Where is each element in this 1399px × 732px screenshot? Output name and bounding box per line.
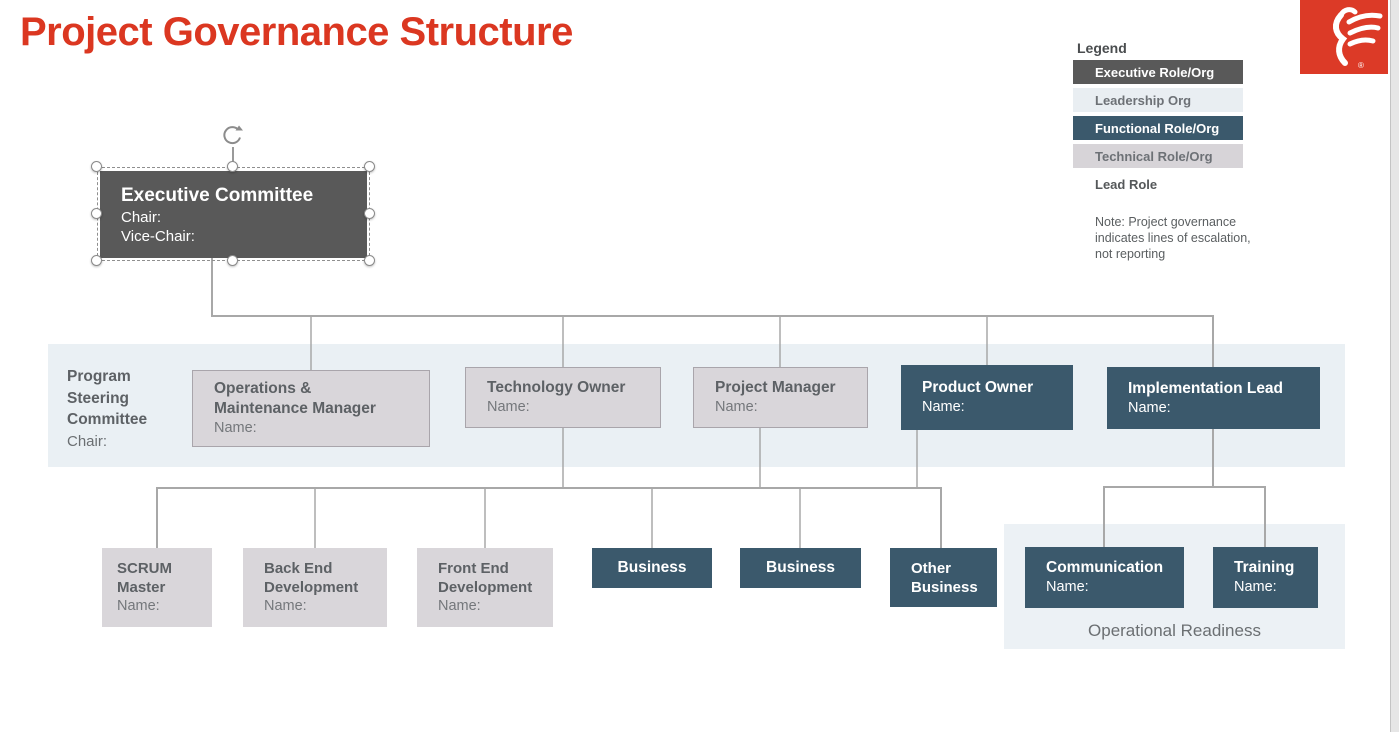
rotate-icon: [223, 125, 243, 145]
node-name-field: Name:: [1046, 579, 1089, 595]
legend-item-leadership: Leadership Org: [1073, 88, 1243, 112]
legend-item-label: Leadership Org: [1095, 92, 1192, 108]
legend-item-label: Lead Role: [1095, 176, 1158, 192]
node-name-field: Name:: [438, 598, 481, 614]
node-name-field: Name:: [214, 420, 257, 436]
legend-title: Legend: [1077, 40, 1127, 56]
node-operations-maintenance-manager[interactable]: Operations & Maintenance Manager Name:: [192, 370, 430, 447]
node-scrum-master[interactable]: SCRUM Master Name:: [102, 548, 212, 627]
psc-chair-field: Chair:: [67, 432, 108, 450]
node-business-2[interactable]: Business: [740, 548, 861, 588]
phoenix-logo: ®: [1300, 0, 1388, 74]
node-name-field: Name:: [487, 399, 530, 415]
node-executive-committee[interactable]: Executive Committee Chair: Vice-Chair:: [100, 171, 367, 258]
legend-item-label: Executive Role/Org: [1095, 64, 1215, 80]
psc-title: Program Steering Committee: [67, 368, 148, 428]
node-name-field: Name:: [264, 598, 307, 614]
page-title: Project Governance Structure: [20, 10, 573, 54]
legend-item-functional: Functional Role/Org: [1073, 116, 1243, 140]
node-vice-chair-field: Vice-Chair:: [121, 227, 195, 245]
program-steering-committee-label: Program Steering Committee Chair:: [67, 366, 167, 452]
workspace-edge: [1390, 0, 1399, 732]
node-title: Other Business: [911, 559, 978, 596]
node-back-end-development[interactable]: Back End Development Name:: [243, 548, 387, 627]
selection-handle-s[interactable]: [227, 255, 238, 266]
node-chair-field: Chair:: [121, 208, 162, 226]
node-name-field: Name:: [117, 598, 160, 614]
legend: Legend Executive Role/Org Leadership Org…: [1073, 40, 1251, 262]
node-title: Training: [1234, 559, 1295, 576]
node-business-1[interactable]: Business: [592, 548, 712, 588]
node-title: Back End Development: [264, 560, 359, 596]
node-title: Product Owner: [922, 379, 1034, 396]
node-name-field: Name:: [1234, 579, 1277, 595]
legend-item-executive: Executive Role/Org: [1073, 60, 1243, 84]
legend-item-technical: Technical Role/Org: [1073, 144, 1243, 168]
selection-handle-se[interactable]: [364, 255, 375, 266]
operational-readiness-label: Operational Readiness: [1088, 621, 1261, 640]
phoenix-logo-icon: ®: [1300, 0, 1388, 74]
rotate-handle[interactable]: [221, 124, 244, 152]
legend-item-label: Technical Role/Org: [1095, 148, 1213, 164]
node-training[interactable]: Training Name:: [1213, 547, 1318, 608]
node-title: Business: [766, 559, 835, 576]
selection-handle-sw[interactable]: [91, 255, 102, 266]
selection-handle-e[interactable]: [364, 208, 375, 219]
node-title: SCRUM Master: [117, 560, 172, 596]
selection-handle-nw[interactable]: [91, 161, 102, 172]
node-title: Technology Owner: [487, 379, 626, 396]
svg-text:®: ®: [1358, 61, 1364, 70]
node-title: Operations & Maintenance Manager: [214, 380, 376, 417]
node-front-end-development[interactable]: Front End Development Name:: [417, 548, 553, 627]
node-project-manager[interactable]: Project Manager Name:: [693, 367, 868, 428]
legend-item-lead-role: Lead Role: [1073, 172, 1243, 196]
node-product-owner[interactable]: Product Owner Name:: [901, 365, 1073, 430]
node-title: Front End Development: [438, 560, 533, 596]
node-title: Executive Committee: [121, 184, 314, 206]
legend-note: Note: Project governance indicates lines…: [1095, 215, 1251, 261]
node-other-business[interactable]: Other Business: [890, 548, 997, 607]
node-title: Implementation Lead: [1128, 379, 1284, 397]
node-name-field: Name:: [922, 399, 965, 415]
node-implementation-lead[interactable]: Implementation Lead Name:: [1107, 367, 1320, 429]
selection-handle-ne[interactable]: [364, 161, 375, 172]
node-communication[interactable]: Communication Name:: [1025, 547, 1184, 608]
selection-handle-w[interactable]: [91, 208, 102, 219]
node-title: Business: [617, 559, 687, 576]
selection-handle-n[interactable]: [227, 161, 238, 172]
node-title: Project Manager: [715, 379, 836, 396]
node-name-field: Name:: [1128, 399, 1171, 416]
legend-item-label: Functional Role/Org: [1095, 120, 1220, 136]
node-name-field: Name:: [715, 399, 758, 415]
node-technology-owner[interactable]: Technology Owner Name:: [465, 367, 661, 428]
node-title: Communication: [1046, 559, 1164, 576]
rotate-handle-stem: [232, 147, 234, 168]
